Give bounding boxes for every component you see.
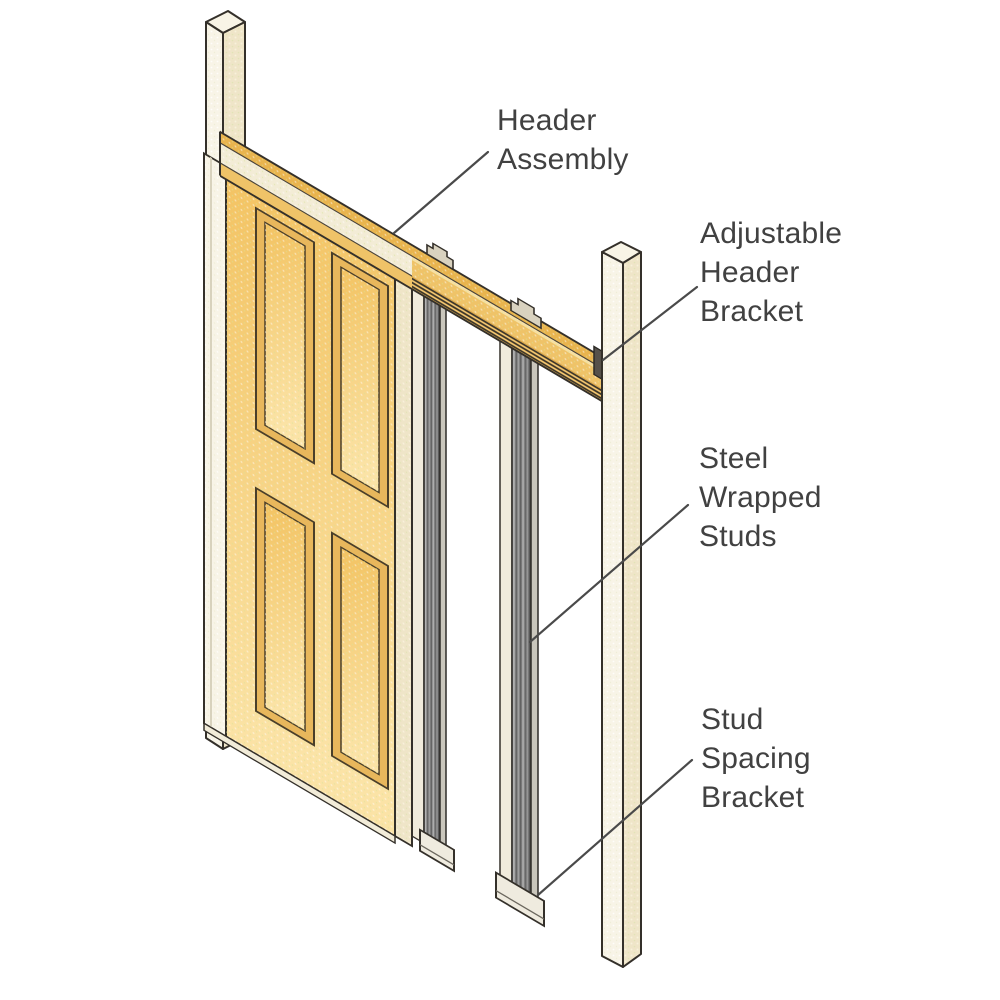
header-band-left — [220, 162, 412, 290]
label-line: Stud — [701, 703, 764, 736]
header-track — [412, 276, 606, 404]
door-panel-inset-top-right — [331, 251, 389, 509]
label-line: Studs — [699, 520, 777, 553]
steel-channel — [423, 292, 441, 854]
label-line: Header — [497, 104, 597, 137]
door-panel-inset-bottom-right — [331, 531, 389, 791]
header-assembly — [219, 130, 606, 405]
door-panel-inset-top-left — [255, 206, 315, 465]
leader-line-steel-wrapped-studs — [528, 503, 690, 644]
label-header-assembly: Header Assembly — [497, 101, 629, 179]
label-line: Assembly — [497, 143, 629, 176]
steel-wrapped-stud-1 — [411, 285, 447, 858]
label-line: Bracket — [700, 295, 804, 328]
header-bracket-clip-2 — [510, 297, 542, 330]
right-wood-stud — [601, 241, 642, 968]
iso-group — [203, 130, 607, 928]
label-line: Adjustable — [700, 217, 843, 250]
label-line: Bracket — [701, 781, 805, 814]
steel-channel — [511, 344, 532, 915]
door-panel — [203, 151, 413, 848]
label-line: Header — [700, 256, 800, 289]
door-right-edge — [394, 264, 413, 848]
header-bracket-clip-1 — [426, 242, 454, 271]
label-stud-spacing-bracket: Stud Spacing Bracket — [701, 700, 811, 817]
door-left-edge — [203, 151, 227, 738]
steel-wrapped-stud-2 — [499, 337, 539, 919]
right-wood-stud-front-face — [622, 251, 642, 968]
leader-line-stud-spacing-bracket — [536, 758, 694, 897]
door-panel-inset-bottom-left — [255, 486, 315, 747]
door-bottom-edge — [203, 722, 396, 845]
leader-line-adjustable-header-bracket — [601, 285, 699, 362]
leader-line-header-assembly — [392, 150, 490, 235]
label-line: Wrapped — [699, 481, 822, 514]
label-steel-wrapped-studs: Steel Wrapped Studs — [699, 439, 822, 556]
label-line: Spacing — [701, 742, 811, 775]
label-adjustable-header-bracket: Adjustable Header Bracket — [700, 214, 842, 331]
label-line: Steel — [699, 442, 769, 475]
